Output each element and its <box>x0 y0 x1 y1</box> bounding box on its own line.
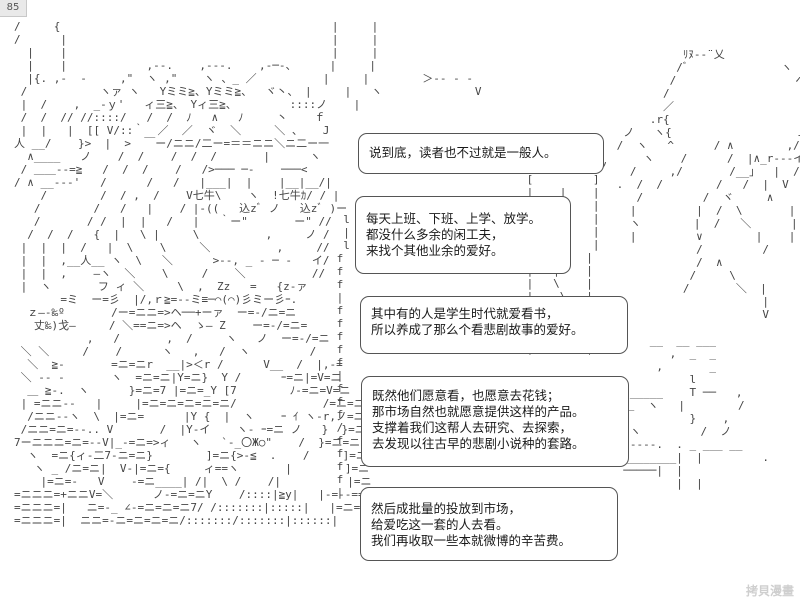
bubble-4-line-2: 那市场自然也就愿意提供这样的产品。 <box>372 404 585 419</box>
bubble-4-line-1: 既然他们愿意看，也愿意去花钱； <box>372 388 560 403</box>
bubble-2-line-1: 每天上班、下班、上学、放学。 <box>366 211 542 226</box>
bubble-3-line-1: 其中有的人是学生时代就爱看书， <box>371 306 559 321</box>
speech-bubble-3: 其中有的人是学生时代就爱看书， 所以养成了那么个看悲剧故事的爱好。 <box>360 296 628 354</box>
bubble-5-line-3: 我们再收取一些本就微博的辛苦费。 <box>371 533 572 548</box>
ascii-art-right-figure: ﾘﾇ-‐¨乂 /ﾞ ヽ / ヘ / ム ／ } .r{ }} ノ ヽ{ ム' /… <box>616 48 800 490</box>
watermark-logo: 拷貝漫畫 <box>745 584 794 598</box>
page-number: 85 <box>0 0 27 17</box>
bubble-1-line-1: 说到底，读者也不过就是一般人。 <box>369 145 557 160</box>
speech-bubble-5: 然后成批量的投放到市场， 给爱吃这一套的人去看。 我们再收取一些本就微博的辛苦费… <box>360 487 618 561</box>
bubble-3-line-2: 所以养成了那么个看悲剧故事的爱好。 <box>371 322 584 337</box>
bubble-4-line-3: 支撑着我们这帮人去研究、去探索， <box>372 420 573 435</box>
bubble-2-line-3: 来找个其他业余的爱好。 <box>366 243 504 258</box>
bubble-5-line-1: 然后成批量的投放到市场， <box>371 501 522 516</box>
bubble-5-line-2: 给爱吃这一套的人去看。 <box>371 517 509 532</box>
bubble-2-line-2: 都没什么多余的闲工夫， <box>366 227 504 242</box>
bubble-4-line-4: 去发现以往古早的悲剧小说种的套路。 <box>372 436 585 451</box>
speech-bubble-2: 每天上班、下班、上学、放学。 都没什么多余的闲工夫， 来找个其他业余的爱好。 <box>355 196 571 274</box>
speech-bubble-1: 说到底，读者也不过就是一般人。 <box>358 133 604 174</box>
speech-bubble-4: 既然他们愿意看，也愿意去花钱； 那市场自然也就愿意提供这样的产品。 支撑着我们这… <box>361 376 629 467</box>
ascii-art-center-right: l | l f f f | f f f f f | f f f / f f f … <box>336 213 350 499</box>
